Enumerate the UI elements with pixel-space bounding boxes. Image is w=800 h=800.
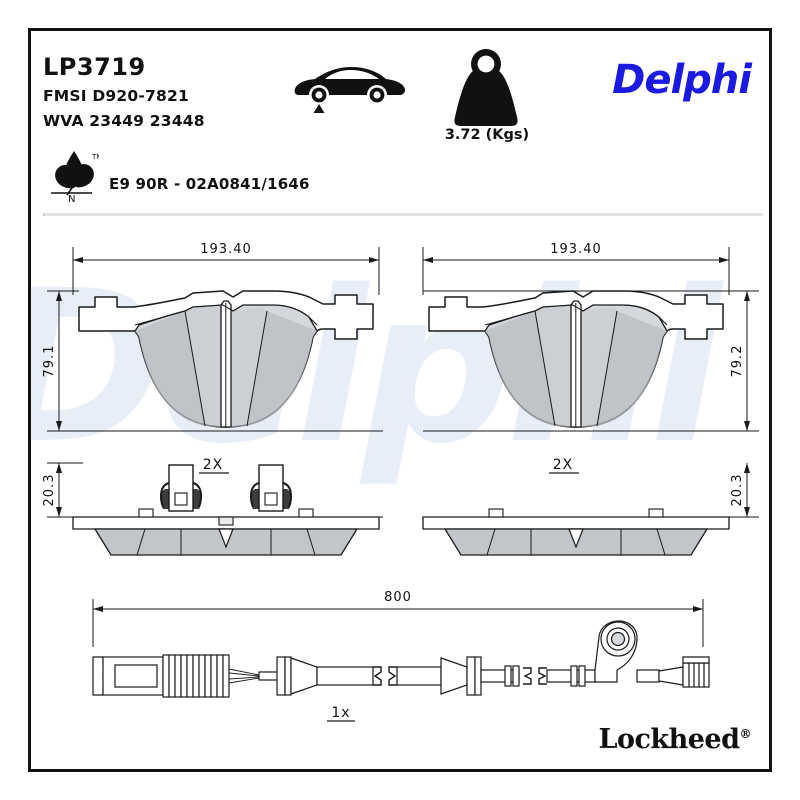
lockheed-wordmark: Lockheed [598, 724, 740, 755]
datasheet-page: Delphi LP3719 FMSI D920-7821 WVA 23449 2… [28, 28, 772, 772]
svg-text:N: N [68, 194, 75, 203]
dim-height-right-label: 79.2 [730, 345, 745, 378]
dimension-thickness-left: 20.3 [42, 462, 383, 518]
part-number: LP3719 [43, 53, 146, 81]
header: LP3719 FMSI D920-7821 WVA 23449 23448 [31, 31, 769, 207]
header-divider [43, 213, 763, 216]
registered-mark: ® [739, 727, 752, 741]
fmsi-code: FMSI D920-7821 [43, 87, 189, 105]
pad-top-view-left: 193.40 79.1 [42, 242, 383, 432]
weight-value: 3.72 (Kgs) [444, 127, 530, 143]
delphi-logo: Delphi [612, 57, 752, 103]
dim-thickness-left-label: 20.3 [42, 474, 57, 507]
wva-code: WVA 23449 23448 [43, 112, 205, 130]
svg-text:TM: TM [91, 153, 99, 161]
pad-side-view-right: 2X 20.3 [422, 457, 759, 556]
dimension-width-right: 193.40 [422, 242, 730, 295]
technical-drawings: 193.40 79.1 [31, 217, 769, 727]
dimension-height-right: 79.2 [423, 290, 759, 432]
dimension-sensor-length: 800 [92, 590, 704, 647]
leaf-nao-icon: TM N [49, 147, 102, 205]
sensor-qty-label: 1x [331, 705, 350, 721]
dim-width-left-label: 193.40 [200, 242, 252, 257]
dimension-height-left: 79.1 [42, 290, 383, 432]
dimension-width-left: 193.40 [72, 242, 380, 295]
wear-sensor-cable: 800 [92, 590, 710, 722]
dim-thickness-right-label: 20.3 [730, 474, 745, 507]
weight-kettlebell-icon [443, 47, 529, 129]
dim-width-right-label: 193.40 [550, 242, 602, 257]
car-front-axle-icon [289, 59, 409, 117]
clip-qty-left-label: 2X [203, 457, 224, 473]
dimension-thickness-right: 20.3 [423, 463, 759, 518]
dim-height-left-label: 79.1 [42, 345, 57, 378]
dim-sensor-length-label: 800 [384, 590, 412, 605]
pad-side-view-left: 2X 20.3 [42, 457, 383, 556]
ece-approval-code: E9 90R - 02A0841/1646 [109, 175, 310, 193]
pad-top-view-right: 193.40 79.2 [422, 242, 759, 432]
lockheed-logo: Lockheed® [598, 724, 751, 755]
clip-qty-right-label: 2X [553, 457, 574, 473]
